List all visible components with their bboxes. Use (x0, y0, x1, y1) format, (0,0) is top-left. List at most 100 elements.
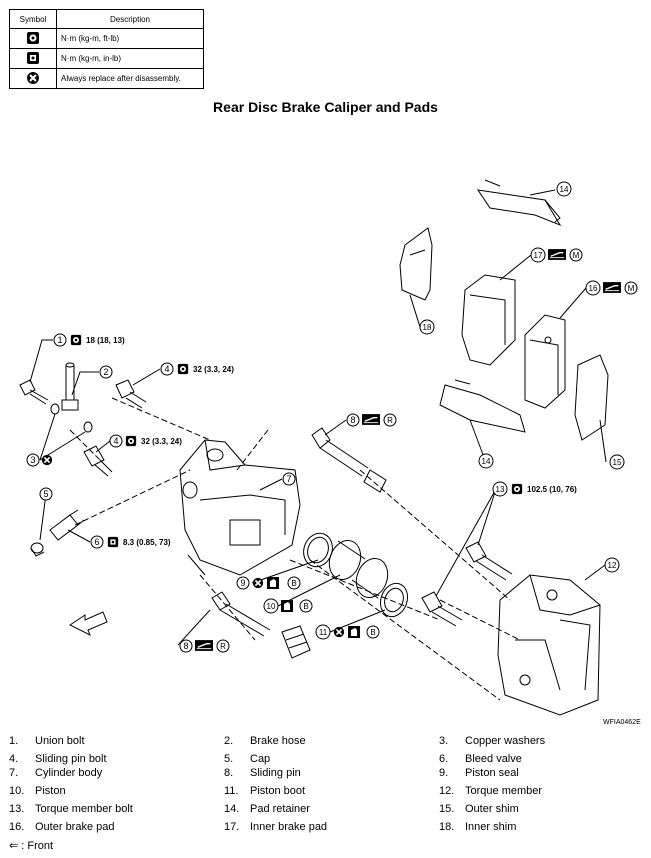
figure-code: WFIA0462E (603, 719, 641, 726)
svg-text:1: 1 (57, 335, 62, 345)
piston (328, 540, 389, 599)
part-item: 11.Piston boot (224, 785, 306, 797)
part-item: 18.Inner shim (439, 821, 517, 833)
brake-fluid-icon (281, 600, 293, 612)
legend-row-1-symbol (9, 28, 57, 49)
grease-r-badge-lower: R (216, 639, 230, 653)
part-item: 4.Sliding pin bolt (9, 753, 107, 765)
torque-wrench-small-icon (107, 536, 119, 548)
bleed-valve (49, 509, 85, 541)
piston-boot (379, 582, 409, 618)
pad-retainer-lower (439, 379, 526, 433)
svg-text:4: 4 (113, 436, 118, 446)
torque-wrench-icon (177, 363, 189, 375)
svg-text:11: 11 (319, 628, 328, 637)
callout-16: 16 (585, 280, 601, 296)
callout-2: 2 (99, 365, 113, 379)
sliding-pin-lower (211, 591, 271, 637)
grease-m-badge-inner-pad: M (569, 248, 583, 262)
sliding-pin-bolt-lower (83, 445, 113, 477)
svg-text:7: 7 (286, 474, 291, 484)
legend-header-symbol: Symbol (9, 9, 57, 29)
brake-hose (61, 362, 79, 411)
svg-text:4: 4 (164, 364, 169, 374)
part-item: 8.Sliding pin (224, 767, 301, 779)
legend-row-2-symbol (9, 48, 57, 69)
brake-fluid-icon (267, 577, 279, 589)
cylinder-body (179, 439, 301, 576)
grease-icon (362, 414, 380, 425)
svg-text:R: R (387, 416, 393, 425)
callout-18: 18 (419, 319, 435, 335)
sliding-pin-bolt-upper (115, 379, 147, 409)
callout-14-lower: 14 (478, 453, 494, 469)
inner-brake-pad (461, 274, 516, 366)
svg-text:9: 9 (240, 578, 245, 588)
svg-text:8: 8 (350, 415, 355, 425)
bleed-valve-cap (30, 542, 45, 557)
callout-12: 12 (604, 557, 620, 573)
caliper-exploded-diagram: 1 2 3 4 4 5 6 7 8 8 9 10 11 12 13 14 14 … (19, 179, 638, 716)
grease-r-badge-upper: R (383, 413, 397, 427)
callout-17: 17 (530, 247, 546, 263)
piston-boot-lower (281, 625, 311, 659)
torque-wrench-icon (511, 483, 523, 495)
svg-text:16: 16 (589, 284, 598, 293)
grease-icon (195, 640, 213, 651)
torque-wrench-icon (27, 31, 39, 44)
svg-text:12: 12 (608, 561, 617, 570)
torque-spec-sliding-pin-bolt-lower: 32 (3.3, 24) (141, 437, 182, 446)
part-item: 1.Union bolt (9, 735, 85, 747)
callout-7: 7 (282, 472, 296, 486)
union-bolt (19, 379, 49, 405)
badge-b-piston-seal: B (287, 576, 301, 590)
torque-spec-sliding-pin-bolt-upper: 32 (3.3, 24) (193, 365, 234, 374)
grease-m-badge-outer-pad: M (624, 281, 638, 295)
always-replace-icon (27, 71, 39, 84)
front-note-text: : Front (21, 840, 54, 852)
part-item: 16.Outer brake pad (9, 821, 115, 833)
callout-13: 13 (492, 481, 508, 497)
callout-6: 6 (90, 535, 104, 549)
torque-spec-bleed-valve: 8.3 (0.85, 73) (123, 538, 171, 547)
svg-text:18: 18 (423, 323, 432, 332)
leader-lines (29, 189, 607, 646)
part-item: 3.Copper washers (439, 735, 546, 747)
callout-10: 10 (263, 598, 279, 614)
svg-text:R: R (220, 642, 226, 651)
diagram-title: Rear Disc Brake Caliper and Pads (213, 99, 438, 115)
svg-text:B: B (370, 628, 375, 637)
grease-icon (603, 282, 621, 293)
always-replace-icon (333, 626, 345, 638)
sliding-pin-upper (311, 427, 387, 493)
copper-washers (50, 403, 93, 433)
part-item: 9.Piston seal (439, 767, 519, 779)
callout-15: 15 (609, 454, 625, 470)
part-item: 2.Brake hose (224, 735, 306, 747)
callout-1: 1 (53, 333, 67, 347)
callout-3: 3 (26, 453, 40, 467)
assembly-guide-lines (69, 397, 521, 701)
part-item: 13.Torque member bolt (9, 803, 133, 815)
pad-retainer-upper (476, 179, 562, 227)
svg-text:14: 14 (482, 457, 491, 466)
torque-spec-torque-member-bolt: 102.5 (10, 76) (527, 485, 577, 494)
outer-brake-pad (524, 314, 566, 409)
svg-text:5: 5 (43, 489, 48, 499)
outer-shim (574, 354, 609, 441)
legend-row-2-text: N·m (kg-m, in-lb) (56, 48, 204, 69)
torque-spec-union-bolt: 18 (18, 13) (86, 336, 125, 345)
legend-row-3-symbol (9, 68, 57, 89)
callout-14-upper: 14 (556, 181, 572, 197)
svg-text:M: M (628, 284, 635, 293)
legend-header-description: Description (56, 9, 204, 29)
callout-4-upper: 4 (160, 362, 174, 376)
brake-fluid-icon (348, 626, 360, 638)
svg-text:14: 14 (560, 185, 569, 194)
torque-member-bolt-upper (465, 541, 513, 581)
part-item: 15.Outer shim (439, 803, 519, 815)
part-item: 5.Cap (224, 753, 271, 765)
badge-b-piston: B (299, 599, 313, 613)
inner-shim (399, 227, 433, 301)
callout-8-upper: 8 (346, 413, 360, 427)
